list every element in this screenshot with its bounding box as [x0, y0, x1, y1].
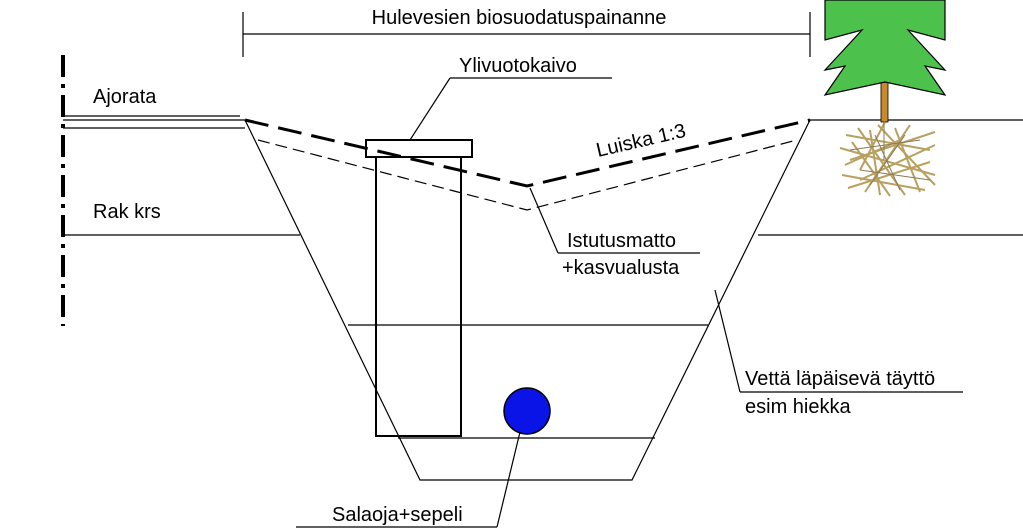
- root-ball-icon: [839, 121, 936, 197]
- slope-surface: [244, 118, 811, 188]
- drain-leader: [496, 431, 521, 528]
- road-surface: [63, 115, 245, 129]
- overflow-well: [365, 139, 473, 437]
- fill-label-1: Vettä läpäisevä täyttö: [745, 368, 935, 390]
- overflow-well-label: Ylivuotokaivo: [459, 55, 577, 77]
- drain-label: Salaoja+sepeli: [332, 504, 463, 526]
- base-course-label: Rak krs: [93, 201, 161, 223]
- fill-leader: [714, 289, 741, 393]
- planting-mat-leader: [529, 187, 559, 254]
- slope-label: Luiska 1:3: [594, 120, 688, 162]
- planting-mat-line: [257, 139, 798, 211]
- trench-outline: [244, 119, 811, 481]
- spruce-tree-icon: [823, 0, 947, 123]
- root-ball-dark: [849, 122, 931, 191]
- planting-mat-label-1: Istutusmatto: [567, 230, 676, 252]
- fill-label-2: esim hiekka: [745, 396, 851, 418]
- width-dimension: Hulevesien biosuodatuspainanne: [242, 7, 811, 57]
- drain-pipe-icon: [503, 387, 551, 435]
- overflow-well-leader: [409, 77, 451, 141]
- width-dimension-label: Hulevesien biosuodatuspainanne: [372, 7, 667, 29]
- road-label: Ajorata: [93, 86, 157, 108]
- planting-mat-label-2: +kasvualusta: [562, 257, 680, 279]
